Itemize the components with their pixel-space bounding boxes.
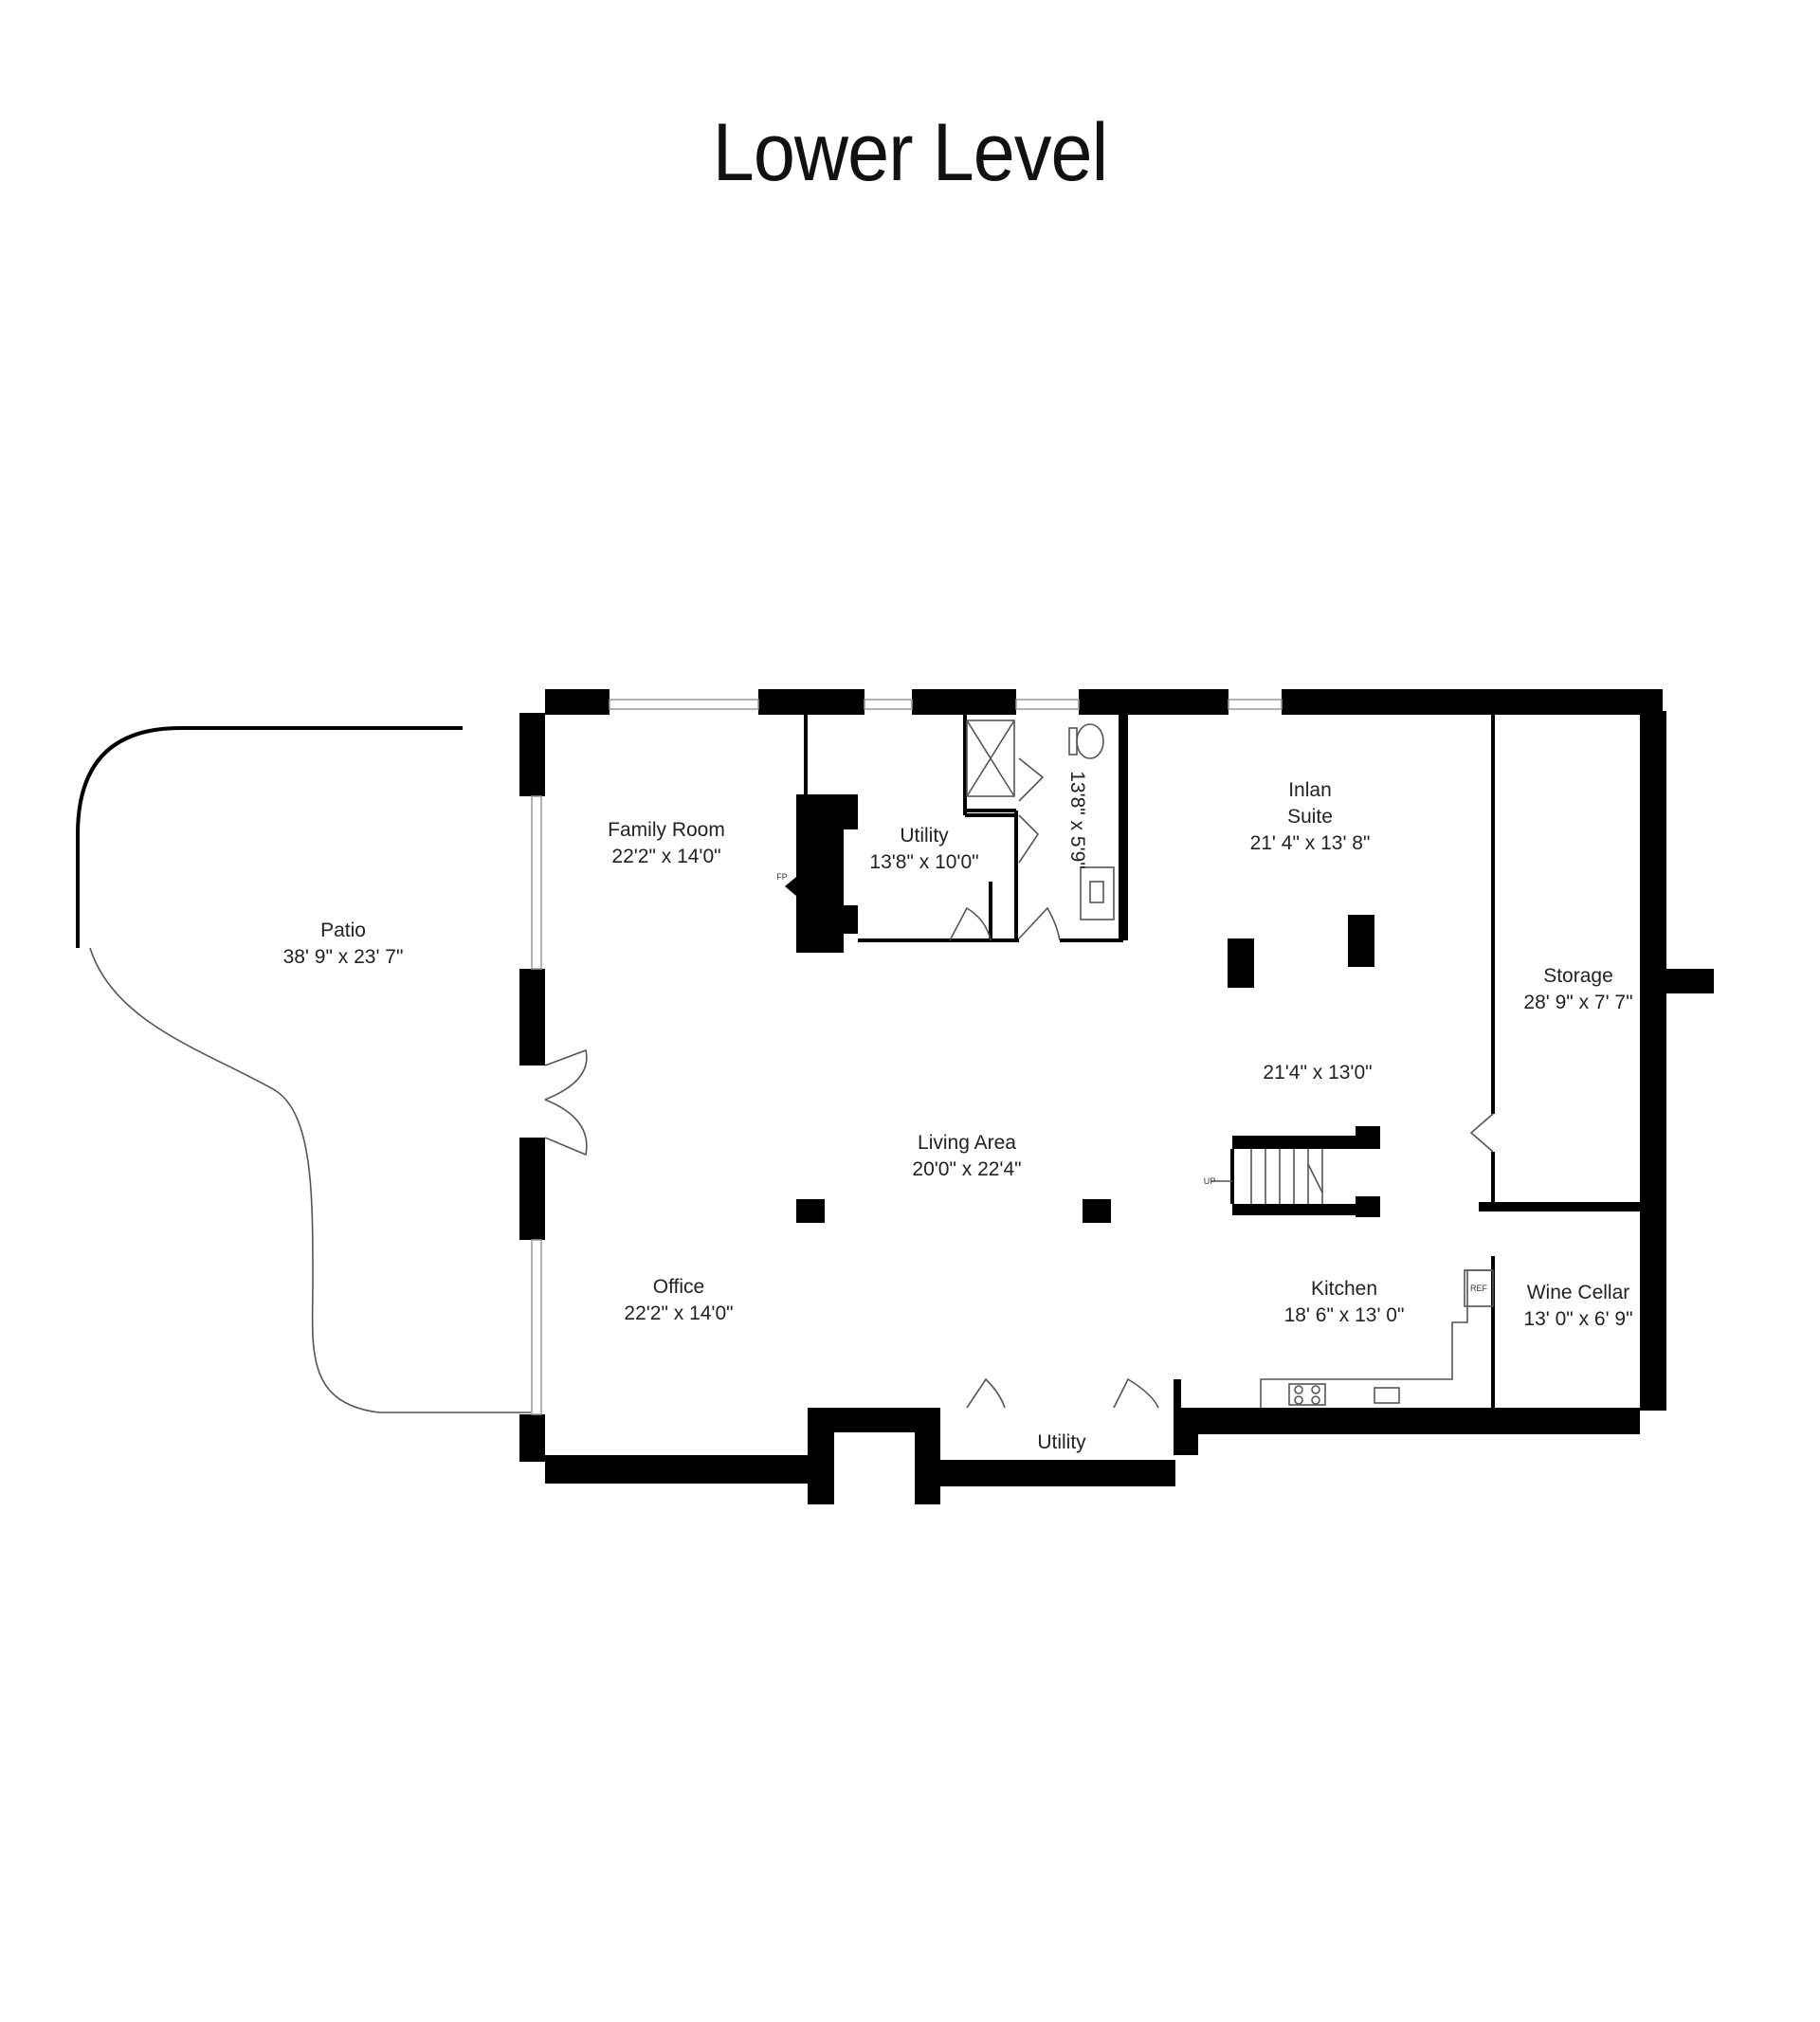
room-suite-open-area: 21'4" x 13'0"	[1263, 1062, 1372, 1084]
room-utility-bottom: Utility	[1037, 1431, 1086, 1453]
office-name: Office	[653, 1276, 704, 1298]
interior-walls	[785, 713, 1642, 1411]
inlaw-suite-name: Inlan	[1288, 779, 1332, 801]
refrigerator-label: REF	[1470, 1284, 1488, 1293]
room-living-area: Living Area 20'0" x 22'4"	[912, 1132, 1021, 1180]
storage-name: Storage	[1543, 965, 1613, 987]
storage-dims: 28' 9" x 7' 7"	[1523, 992, 1632, 1013]
room-storage: Storage 28' 9" x 7' 7"	[1523, 965, 1632, 1013]
exterior-walls	[519, 689, 1714, 1504]
kitchen-dims: 18' 6" x 13' 0"	[1284, 1304, 1405, 1326]
column	[1348, 915, 1374, 967]
column	[1083, 1199, 1111, 1223]
staircase	[1211, 1126, 1380, 1217]
inlaw-suite-name-2: Suite	[1287, 806, 1333, 828]
column	[1228, 938, 1254, 988]
room-wine-cellar: Wine Cellar 13' 0" x 6' 9"	[1523, 1282, 1632, 1330]
fireplace	[785, 794, 858, 953]
room-inlaw-suite: Inlan Suite 21' 4" x 13' 8"	[1250, 779, 1371, 854]
patio-dims: 38' 9" x 23' 7"	[283, 946, 404, 968]
fireplace-label: FP	[776, 872, 788, 882]
wine-cellar-name: Wine Cellar	[1527, 1282, 1630, 1303]
doors-and-fixtures	[544, 720, 1494, 1409]
room-bath: 13'8" x 5'9"	[1066, 771, 1088, 869]
office-dims: 22'2" x 14'0"	[624, 1302, 733, 1324]
patio-area	[76, 726, 531, 1413]
utility-top-dims: 13'8" x 10'0"	[869, 851, 978, 873]
column	[796, 1199, 825, 1223]
kitchen-name: Kitchen	[1311, 1278, 1377, 1300]
patio-name: Patio	[320, 920, 366, 941]
stairs-up-label: UP	[1204, 1176, 1216, 1186]
patio-curved-wall	[76, 726, 463, 948]
floor-plan-title: Lower Level	[712, 107, 1108, 198]
room-utility-top: Utility 13'8" x 10'0"	[869, 825, 978, 873]
inlaw-suite-dims: 21' 4" x 13' 8"	[1250, 832, 1371, 854]
room-kitchen: Kitchen 18' 6" x 13' 0"	[1284, 1278, 1405, 1326]
suite-open-dims: 21'4" x 13'0"	[1263, 1062, 1372, 1084]
bath-dims: 13'8" x 5'9"	[1066, 771, 1088, 869]
room-office: Office 22'2" x 14'0"	[624, 1276, 733, 1324]
utility-top-name: Utility	[900, 825, 949, 847]
wine-cellar-dims: 13' 0" x 6' 9"	[1523, 1308, 1632, 1330]
room-patio: Patio 38' 9" x 23' 7"	[283, 920, 404, 968]
room-family-room: Family Room 22'2" x 14'0"	[608, 819, 725, 867]
patio-outline	[89, 947, 531, 1413]
family-room-dims: 22'2" x 14'0"	[611, 846, 720, 867]
living-area-dims: 20'0" x 22'4"	[912, 1158, 1021, 1180]
utility-bottom-name: Utility	[1037, 1431, 1086, 1453]
living-area-name: Living Area	[918, 1132, 1016, 1154]
family-room-name: Family Room	[608, 819, 725, 841]
